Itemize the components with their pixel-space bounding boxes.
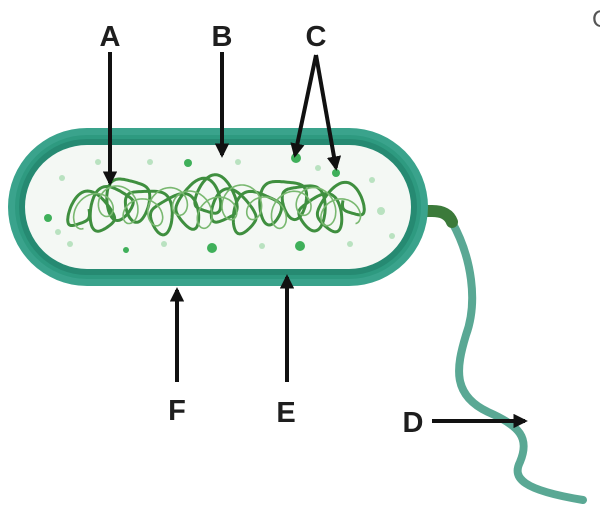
ribosome-dot xyxy=(235,159,241,165)
ribosome-dot xyxy=(123,247,129,253)
ribosome-dot xyxy=(369,177,375,183)
ribosome-dot xyxy=(95,159,101,165)
label-a: A xyxy=(100,21,121,53)
dna-strand xyxy=(66,173,366,237)
arrow-c-right xyxy=(314,54,342,171)
ribosome-dot xyxy=(44,214,52,222)
ribosome-dot xyxy=(259,243,265,249)
ribosome-dot xyxy=(295,241,305,251)
flagellum-hook xyxy=(394,205,458,228)
ribosome-dot xyxy=(377,207,385,215)
label-f: F xyxy=(168,395,186,427)
dna-strand-highlight xyxy=(72,184,362,230)
cytoplasm xyxy=(25,145,411,269)
ribosome-dot xyxy=(59,175,65,181)
ribosome-dot xyxy=(67,241,73,247)
edge-fragment: C xyxy=(592,6,600,33)
arrow-c-left xyxy=(290,54,318,158)
label-d: D xyxy=(403,407,424,439)
label-c: C xyxy=(306,21,327,53)
ribosome-dot xyxy=(332,169,340,177)
ribosome-dot xyxy=(315,165,321,171)
ribosome-dot xyxy=(207,243,217,253)
ribosome-dot xyxy=(347,241,353,247)
ribosome-dot xyxy=(147,159,153,165)
ribosomes xyxy=(44,153,395,253)
ribosome-dot xyxy=(389,233,395,239)
label-e: E xyxy=(276,397,295,429)
label-b: B xyxy=(212,21,233,53)
flagellum xyxy=(448,218,587,504)
ribosome-dot xyxy=(55,229,61,235)
nucleoid-dna xyxy=(66,173,366,237)
ribosome-dot xyxy=(184,159,192,167)
ribosome-dot xyxy=(161,241,167,247)
